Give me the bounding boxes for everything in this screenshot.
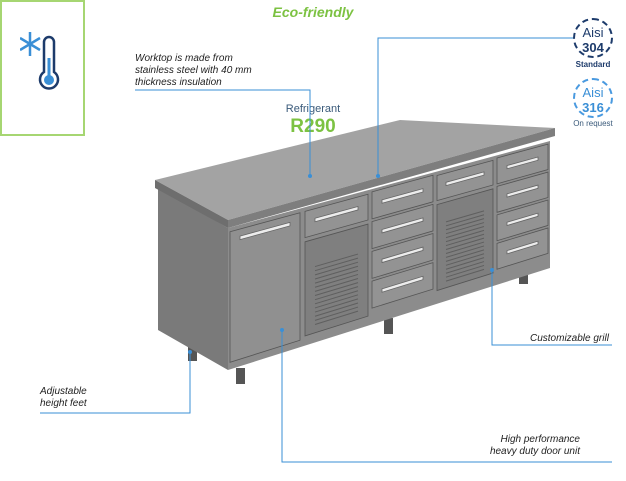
grill-line [445, 233, 485, 247]
grill-line [445, 249, 485, 262]
grill-line [314, 286, 359, 301]
drawer-handle [506, 212, 539, 227]
grill-line [314, 306, 359, 321]
aisi-grade: 316 [582, 100, 604, 115]
grill-line [445, 264, 485, 278]
aisi-label: Aisi [582, 25, 604, 40]
drawer-handle [506, 156, 539, 170]
grill-line [445, 214, 485, 227]
leg [384, 318, 393, 334]
drawer-handle [381, 275, 424, 293]
grill-line [445, 268, 485, 282]
grill-line [314, 253, 359, 268]
grill-line [314, 282, 359, 297]
grill-line [445, 241, 485, 254]
grill-line [445, 253, 485, 266]
badge-title: Eco-friendly [272, 4, 354, 20]
cabinet-side [158, 188, 228, 370]
snowflake-thermometer-icon [20, 32, 60, 90]
eco-friendly-badge: Eco-friendly Refrigerant R290 [0, 0, 353, 137]
drawer-handle [506, 240, 539, 255]
grill-line [445, 237, 485, 250]
worktop-side-edge [155, 180, 228, 228]
aisi-grade: 304 [582, 40, 604, 55]
grill-line [445, 218, 485, 231]
grill-line [314, 298, 359, 313]
grill-line [445, 225, 485, 239]
aisi-label: Aisi [582, 85, 604, 100]
worktop-surface [155, 120, 555, 220]
drawer-handle [506, 184, 539, 198]
grill-line [314, 294, 359, 309]
badge-label: Refrigerant [285, 103, 341, 115]
grill-line [445, 210, 485, 223]
drawer-handle [381, 246, 424, 264]
grill-panel [304, 223, 369, 337]
drawer-handle [445, 171, 485, 187]
drawer-handle [314, 205, 359, 223]
drawer-handle [381, 188, 424, 204]
grill-line [445, 261, 485, 274]
leg [236, 368, 245, 384]
grill-line [314, 273, 359, 288]
aisi-304-note: Standard [575, 60, 611, 69]
drawer-handle [381, 217, 424, 234]
grill-line [314, 269, 359, 284]
grill-callout: Customizable grill [530, 333, 609, 344]
leg [188, 345, 197, 361]
grill-line [445, 257, 485, 270]
grill-line [445, 245, 485, 258]
grill-line [314, 261, 359, 276]
door-panel [229, 212, 301, 363]
callout-lines [40, 37, 612, 463]
grill-line [314, 278, 359, 292]
grill-line [314, 265, 359, 280]
grill-line [314, 290, 359, 305]
grill-line [445, 222, 485, 235]
grill-line [445, 229, 485, 243]
grill-line [314, 257, 359, 272]
worktop-front-edge [228, 128, 555, 228]
grill-line [314, 310, 359, 325]
door-handle [239, 221, 291, 241]
badge-value: R290 [290, 116, 336, 137]
aisi-316-note: On request [573, 119, 613, 128]
grill-line [314, 302, 359, 317]
